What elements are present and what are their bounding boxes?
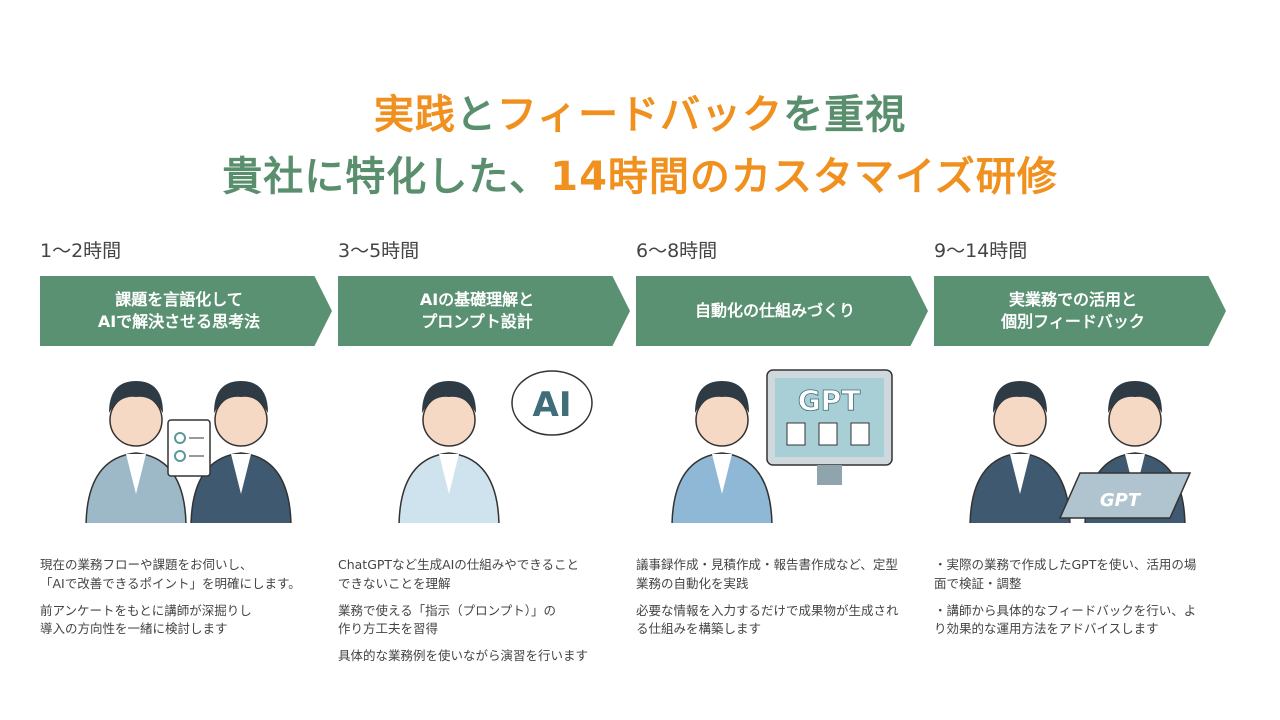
headline-segment: 貴社に特化した、 bbox=[222, 154, 551, 200]
ai-explainer-illustration: AI bbox=[398, 370, 593, 523]
step-column: 6〜8時間 自動化の仕組みづくり GPT 議事録作成・見積作成・報告書作成など、… bbox=[636, 236, 928, 647]
step-illustration: GPT bbox=[636, 358, 928, 528]
headline-segment: を重視 bbox=[783, 92, 907, 138]
ai-bubble-text: AI bbox=[533, 385, 572, 425]
step-column: 1〜2時間 課題を言語化して AIで解決させる思考法 現在の業務フローや課題をお… bbox=[40, 236, 332, 647]
gpt-laptop-text: GPT bbox=[1100, 490, 1142, 511]
headline-segment: フィードバック bbox=[496, 92, 784, 138]
description-paragraph: 必要な情報を入力するだけで成果物が生成され る仕組みを構築します bbox=[636, 602, 899, 637]
gpt-monitor-illustration: GPT bbox=[671, 369, 893, 523]
step-title-banner: AIの基礎理解と プロンプト設計 bbox=[338, 276, 630, 346]
description-paragraph: 業務で使える「指示（プロンプト）」の 作り方工夫を習得 bbox=[338, 602, 557, 637]
step-title-banner: 自動化の仕組みづくり bbox=[636, 276, 928, 346]
description-paragraph: 議事録作成・見積作成・報告書作成など、定型 業務の自動化を実践 bbox=[636, 557, 898, 591]
description-paragraph: ・実際の業務で作成したGPTを使い、活用の場 面で検証・調整 bbox=[934, 557, 1197, 591]
consultation-illustration bbox=[85, 381, 292, 523]
step-column: 9〜14時間 実業務での活用と 個別フィードバック GPT ・実際の業務で作成し… bbox=[934, 236, 1226, 647]
step-description: ・実際の業務で作成したGPTを使い、活用の場 面で検証・調整・講師から具体的なフ… bbox=[934, 556, 1226, 639]
description-paragraph: 前アンケートをもとに講師が深掘りし 導入の方向性を一緒に検討します bbox=[40, 602, 252, 637]
gpt-screen-text: GPT bbox=[798, 384, 861, 417]
description-paragraph: 具体的な業務例を使いながら演習を行います bbox=[338, 648, 589, 663]
description-paragraph: 現在の業務フローや課題をお伺いし、 「AIで改善できるポイント」を明確にします。 bbox=[40, 557, 301, 591]
step-title-banner: 実業務での活用と 個別フィードバック bbox=[934, 276, 1226, 346]
headline-line-1: 実践とフィードバックを重視 bbox=[0, 82, 1280, 140]
headline-segment: 実践 bbox=[373, 92, 456, 138]
step-illustration bbox=[40, 358, 332, 528]
step-description: 議事録作成・見積作成・報告書作成など、定型 業務の自動化を実践必要な情報を入力す… bbox=[636, 556, 928, 639]
headline-line-2: 貴社に特化した、14時間のカスタマイズ研修 bbox=[0, 144, 1280, 202]
step-column: 3〜5時間 AIの基礎理解と プロンプト設計 AI ChatGPTなど生成AIの… bbox=[338, 236, 630, 674]
step-description: ChatGPTなど生成AIの仕組みやできること できないことを理解業務で使える「… bbox=[338, 556, 630, 666]
gpt-laptop-illustration: GPT bbox=[969, 381, 1192, 523]
step-illustration: GPT bbox=[934, 358, 1226, 528]
description-paragraph: ChatGPTなど生成AIの仕組みやできること できないことを理解 bbox=[338, 557, 580, 591]
step-hours: 3〜5時間 bbox=[338, 240, 420, 262]
step-hours: 6〜8時間 bbox=[636, 240, 718, 262]
step-hours: 9〜14時間 bbox=[934, 240, 1028, 262]
step-description: 現在の業務フローや課題をお伺いし、 「AIで改善できるポイント」を明確にします。… bbox=[40, 556, 332, 639]
headline-segment: 14時間のカスタマイズ研修 bbox=[550, 154, 1058, 200]
description-paragraph: ・講師から具体的なフィードバックを行い、よ り効果的な運用方法をアドバイスします bbox=[934, 602, 1197, 637]
step-title-banner: 課題を言語化して AIで解決させる思考法 bbox=[40, 276, 332, 346]
headline-segment: と bbox=[455, 92, 497, 138]
step-hours: 1〜2時間 bbox=[40, 240, 122, 262]
step-illustration: AI bbox=[338, 358, 630, 528]
